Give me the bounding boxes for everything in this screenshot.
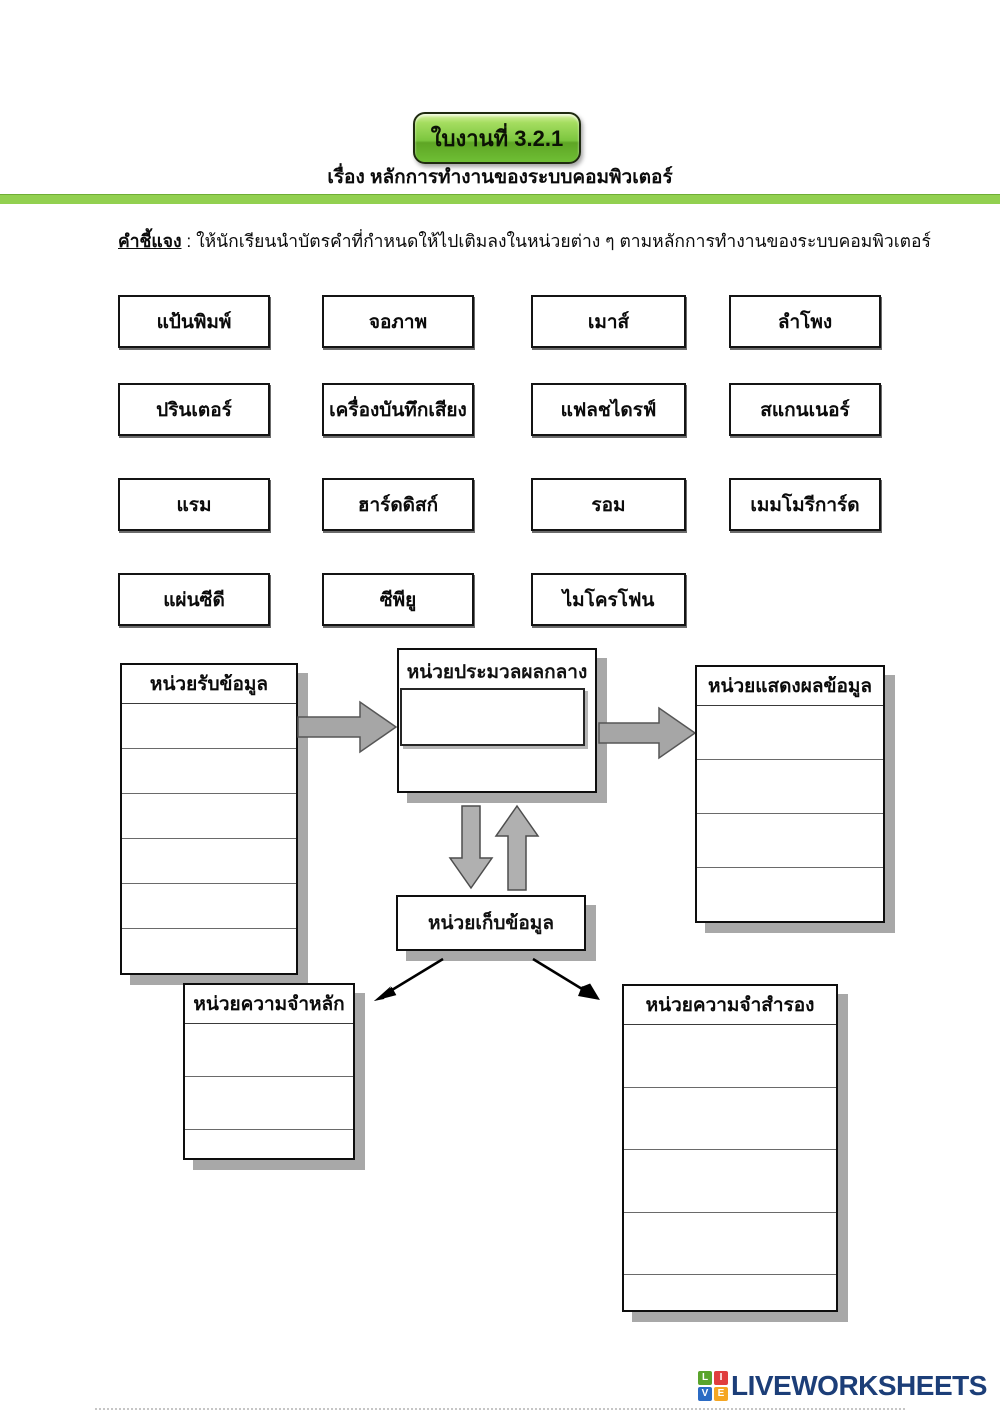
storage-unit-title: หน่วยเก็บข้อมูล bbox=[428, 913, 554, 934]
liveworksheets-logo-icon: L I V E bbox=[698, 1371, 728, 1401]
input-unit-blank-row[interactable] bbox=[122, 929, 296, 973]
secondary-memory-blank-row[interactable] bbox=[624, 1087, 836, 1150]
instruction-text: : ให้นักเรียนนำบัตรคำที่กำหนดให้ไปเติมลง… bbox=[186, 231, 931, 251]
secondary-memory-blank-row[interactable] bbox=[624, 1025, 836, 1088]
output-unit-title: หน่วยแสดงผลข้อมูล bbox=[697, 667, 883, 706]
cpu-unit-box: หน่วยประมวลผลกลาง bbox=[397, 648, 597, 793]
secondary-memory-blank-row[interactable] bbox=[624, 1212, 836, 1275]
input-unit-table: หน่วยรับข้อมูล bbox=[120, 663, 298, 975]
word-card-microphone[interactable]: ไมโครโฟน bbox=[531, 573, 686, 626]
green-divider bbox=[0, 194, 1000, 204]
main-memory-blank-row[interactable] bbox=[185, 1130, 353, 1158]
storage-branch-arrows-icon bbox=[374, 957, 600, 1001]
input-unit-blank-row[interactable] bbox=[122, 794, 296, 839]
main-memory-blank-row[interactable] bbox=[185, 1024, 353, 1077]
secondary-memory-blank-row[interactable] bbox=[624, 1275, 836, 1310]
input-unit-blank-row[interactable] bbox=[122, 884, 296, 929]
word-card-memory-card[interactable]: เมมโมรีการ์ด bbox=[729, 478, 881, 531]
secondary-memory-title: หน่วยความจำสำรอง bbox=[624, 986, 836, 1025]
input-unit-blank-row[interactable] bbox=[122, 749, 296, 794]
flow-arrow-cpu-to-output-icon bbox=[598, 706, 697, 760]
flow-arrow-input-to-cpu-icon bbox=[297, 700, 398, 754]
worksheet-number-badge: ใบงานที่ 3.2.1 bbox=[413, 112, 581, 164]
logo-tile-v: V bbox=[698, 1387, 712, 1401]
logo-tile-e: E bbox=[714, 1387, 728, 1401]
output-unit-blank-row[interactable] bbox=[697, 868, 883, 921]
word-card-flashdrive[interactable]: แฟลชไดรฟ์ bbox=[531, 383, 686, 436]
word-card-cpu[interactable]: ซีพียู bbox=[322, 573, 474, 626]
next-page-edge bbox=[95, 1408, 905, 1410]
liveworksheets-logo-text: LIVEWORKSHEETS bbox=[731, 1370, 987, 1401]
word-card-scanner[interactable]: สแกนเนอร์ bbox=[729, 383, 881, 436]
secondary-memory-blank-row[interactable] bbox=[624, 1150, 836, 1213]
flow-arrow-cpu-to-storage-icon bbox=[448, 805, 494, 890]
word-card-keyboard[interactable]: แป้นพิมพ์ bbox=[118, 295, 270, 348]
logo-tile-i: I bbox=[714, 1371, 728, 1385]
word-card-mouse[interactable]: เมาส์ bbox=[531, 295, 686, 348]
cpu-unit-title: หน่วยประมวลผลกลาง bbox=[406, 662, 588, 683]
word-card-harddisk[interactable]: ฮาร์ดดิสก์ bbox=[322, 478, 474, 531]
input-unit-blank-row[interactable] bbox=[122, 839, 296, 884]
worksheet-number-label: ใบงานที่ 3.2.1 bbox=[430, 125, 564, 151]
input-unit-blank-row[interactable] bbox=[122, 704, 296, 749]
word-card-speaker[interactable]: ลำโพง bbox=[729, 295, 881, 348]
flow-arrow-storage-to-cpu-icon bbox=[494, 804, 540, 891]
word-card-ram[interactable]: แรม bbox=[118, 478, 270, 531]
word-card-rom[interactable]: รอม bbox=[531, 478, 686, 531]
word-card-printer[interactable]: ปรินเตอร์ bbox=[118, 383, 270, 436]
main-memory-title: หน่วยความจำหลัก bbox=[185, 985, 353, 1024]
cpu-unit-blank-slot[interactable] bbox=[400, 688, 585, 746]
logo-tile-l: L bbox=[698, 1371, 712, 1385]
instruction-line: คำชี้แจง : ให้นักเรียนนำบัตรคำที่กำหนดให… bbox=[118, 227, 938, 255]
worksheet-subtitle: เรื่อง หลักการทำงานของระบบคอมพิวเตอร์ bbox=[327, 167, 673, 188]
word-card-voice-recorder[interactable]: เครื่องบันทึกเสียง bbox=[322, 383, 474, 436]
output-unit-table: หน่วยแสดงผลข้อมูล bbox=[695, 665, 885, 923]
word-card-monitor[interactable]: จอภาพ bbox=[322, 295, 474, 348]
output-unit-blank-row[interactable] bbox=[697, 814, 883, 868]
input-unit-title: หน่วยรับข้อมูล bbox=[122, 665, 296, 704]
main-memory-blank-row[interactable] bbox=[185, 1077, 353, 1130]
storage-unit-box: หน่วยเก็บข้อมูล bbox=[396, 895, 586, 951]
instruction-label: คำชี้แจง bbox=[118, 231, 182, 251]
liveworksheets-logo: L I V E LIVEWORKSHEETS bbox=[698, 1368, 987, 1404]
output-unit-blank-row[interactable] bbox=[697, 706, 883, 760]
word-card-cd[interactable]: แผ่นซีดี bbox=[118, 573, 270, 626]
output-unit-blank-row[interactable] bbox=[697, 760, 883, 814]
main-memory-table: หน่วยความจำหลัก bbox=[183, 983, 355, 1160]
secondary-memory-table: หน่วยความจำสำรอง bbox=[622, 984, 838, 1312]
